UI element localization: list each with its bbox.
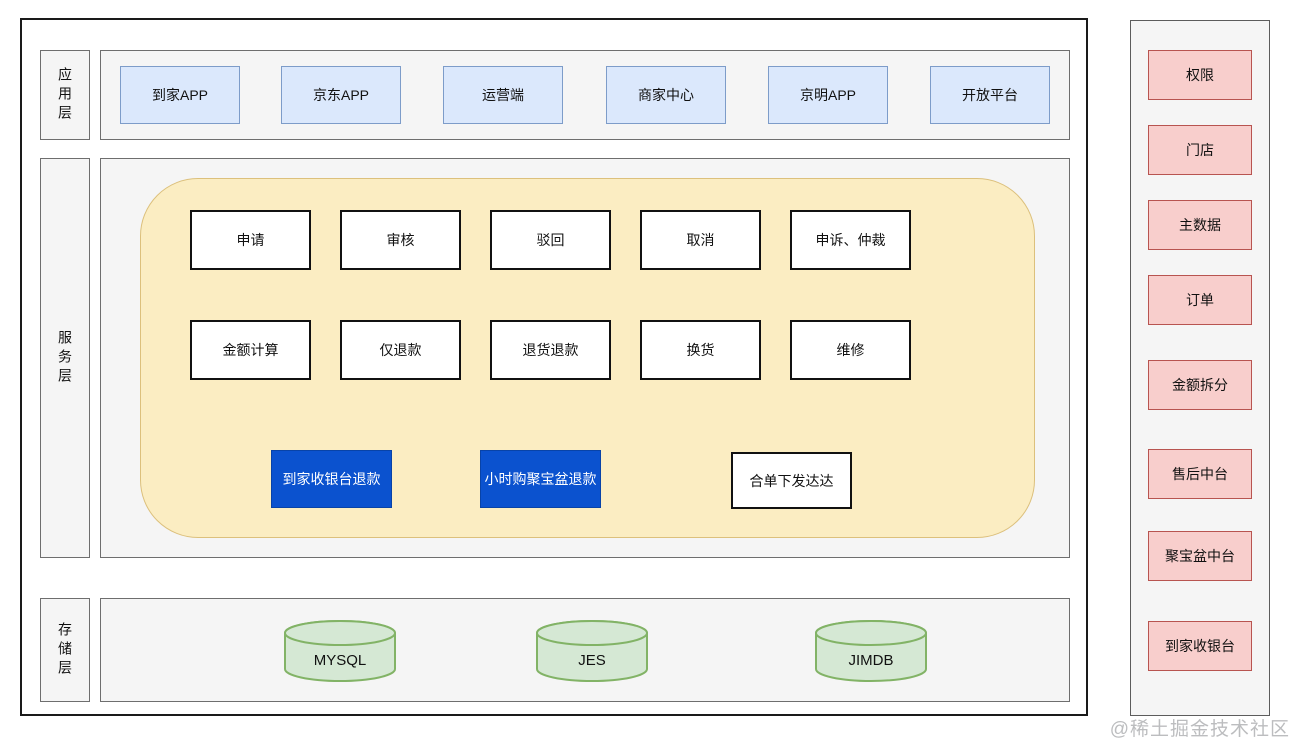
proc-box-repair: 维修 — [790, 320, 911, 380]
service-layer-label-box: 服务层 — [40, 158, 90, 558]
app-box-jingming-app: 京明APP — [768, 66, 888, 124]
cylinder-icon — [284, 620, 396, 682]
proc-box-cancel: 取消 — [640, 210, 761, 270]
sidebar-box-master-data: 主数据 — [1148, 200, 1252, 250]
database-label-jimdb: JIMDB — [848, 651, 894, 669]
sidebar-box-jubaopen-platform: 聚宝盆中台 — [1148, 531, 1252, 581]
proc-box-appeal-arbitration: 申诉、仲裁 — [790, 210, 911, 270]
proc-box-dispatch-dada: 合单下发达达 — [731, 452, 852, 509]
database-cylinder-mysql: MYSQL — [283, 619, 397, 683]
app-layer-panel — [100, 50, 1070, 140]
sidebar-box-amount-split: 金额拆分 — [1148, 360, 1252, 410]
sidebar-box-permissions: 权限 — [1148, 50, 1252, 100]
sidebar-box-order: 订单 — [1148, 275, 1252, 325]
proc-box-review: 审核 — [340, 210, 461, 270]
cylinder-icon — [536, 620, 648, 682]
highlight-box-daojia-cashier-refund: 到家收银台退款 — [271, 450, 392, 508]
proc-box-exchange: 换货 — [640, 320, 761, 380]
app-box-ops-portal: 运营端 — [443, 66, 563, 124]
storage-layer-label: 存储层 — [57, 621, 73, 679]
database-cylinder-jimdb: JIMDB — [814, 619, 928, 683]
proc-box-return-refund: 退货退款 — [490, 320, 611, 380]
database-label-mysql: MYSQL — [313, 651, 367, 669]
proc-box-refund-only: 仅退款 — [340, 320, 461, 380]
database-label-jes: JES — [578, 651, 606, 669]
app-box-jd-app: 京东APP — [281, 66, 401, 124]
proc-box-amount-calc: 金额计算 — [190, 320, 311, 380]
storage-layer-label-box: 存储层 — [40, 598, 90, 702]
watermark-text: @稀土掘金技术社区 — [1109, 719, 1290, 740]
cylinder-icon — [815, 620, 927, 682]
app-layer-label: 应用层 — [57, 66, 73, 124]
sidebar-box-daojia-cashier: 到家收银台 — [1148, 621, 1252, 671]
app-box-daojia-app: 到家APP — [120, 66, 240, 124]
proc-box-reject: 驳回 — [490, 210, 611, 270]
app-box-open-platform: 开放平台 — [930, 66, 1050, 124]
highlight-box-jubaopen-refund: 小时购聚宝盆退款 — [480, 450, 601, 508]
sidebar-box-aftersale-platform: 售后中台 — [1148, 449, 1252, 499]
proc-box-apply: 申请 — [190, 210, 311, 270]
app-layer-label-box: 应用层 — [40, 50, 90, 140]
sidebar-box-store: 门店 — [1148, 125, 1252, 175]
database-cylinder-jes: JES — [535, 619, 649, 683]
app-box-merchant-center: 商家中心 — [606, 66, 726, 124]
service-layer-label: 服务层 — [57, 329, 73, 387]
